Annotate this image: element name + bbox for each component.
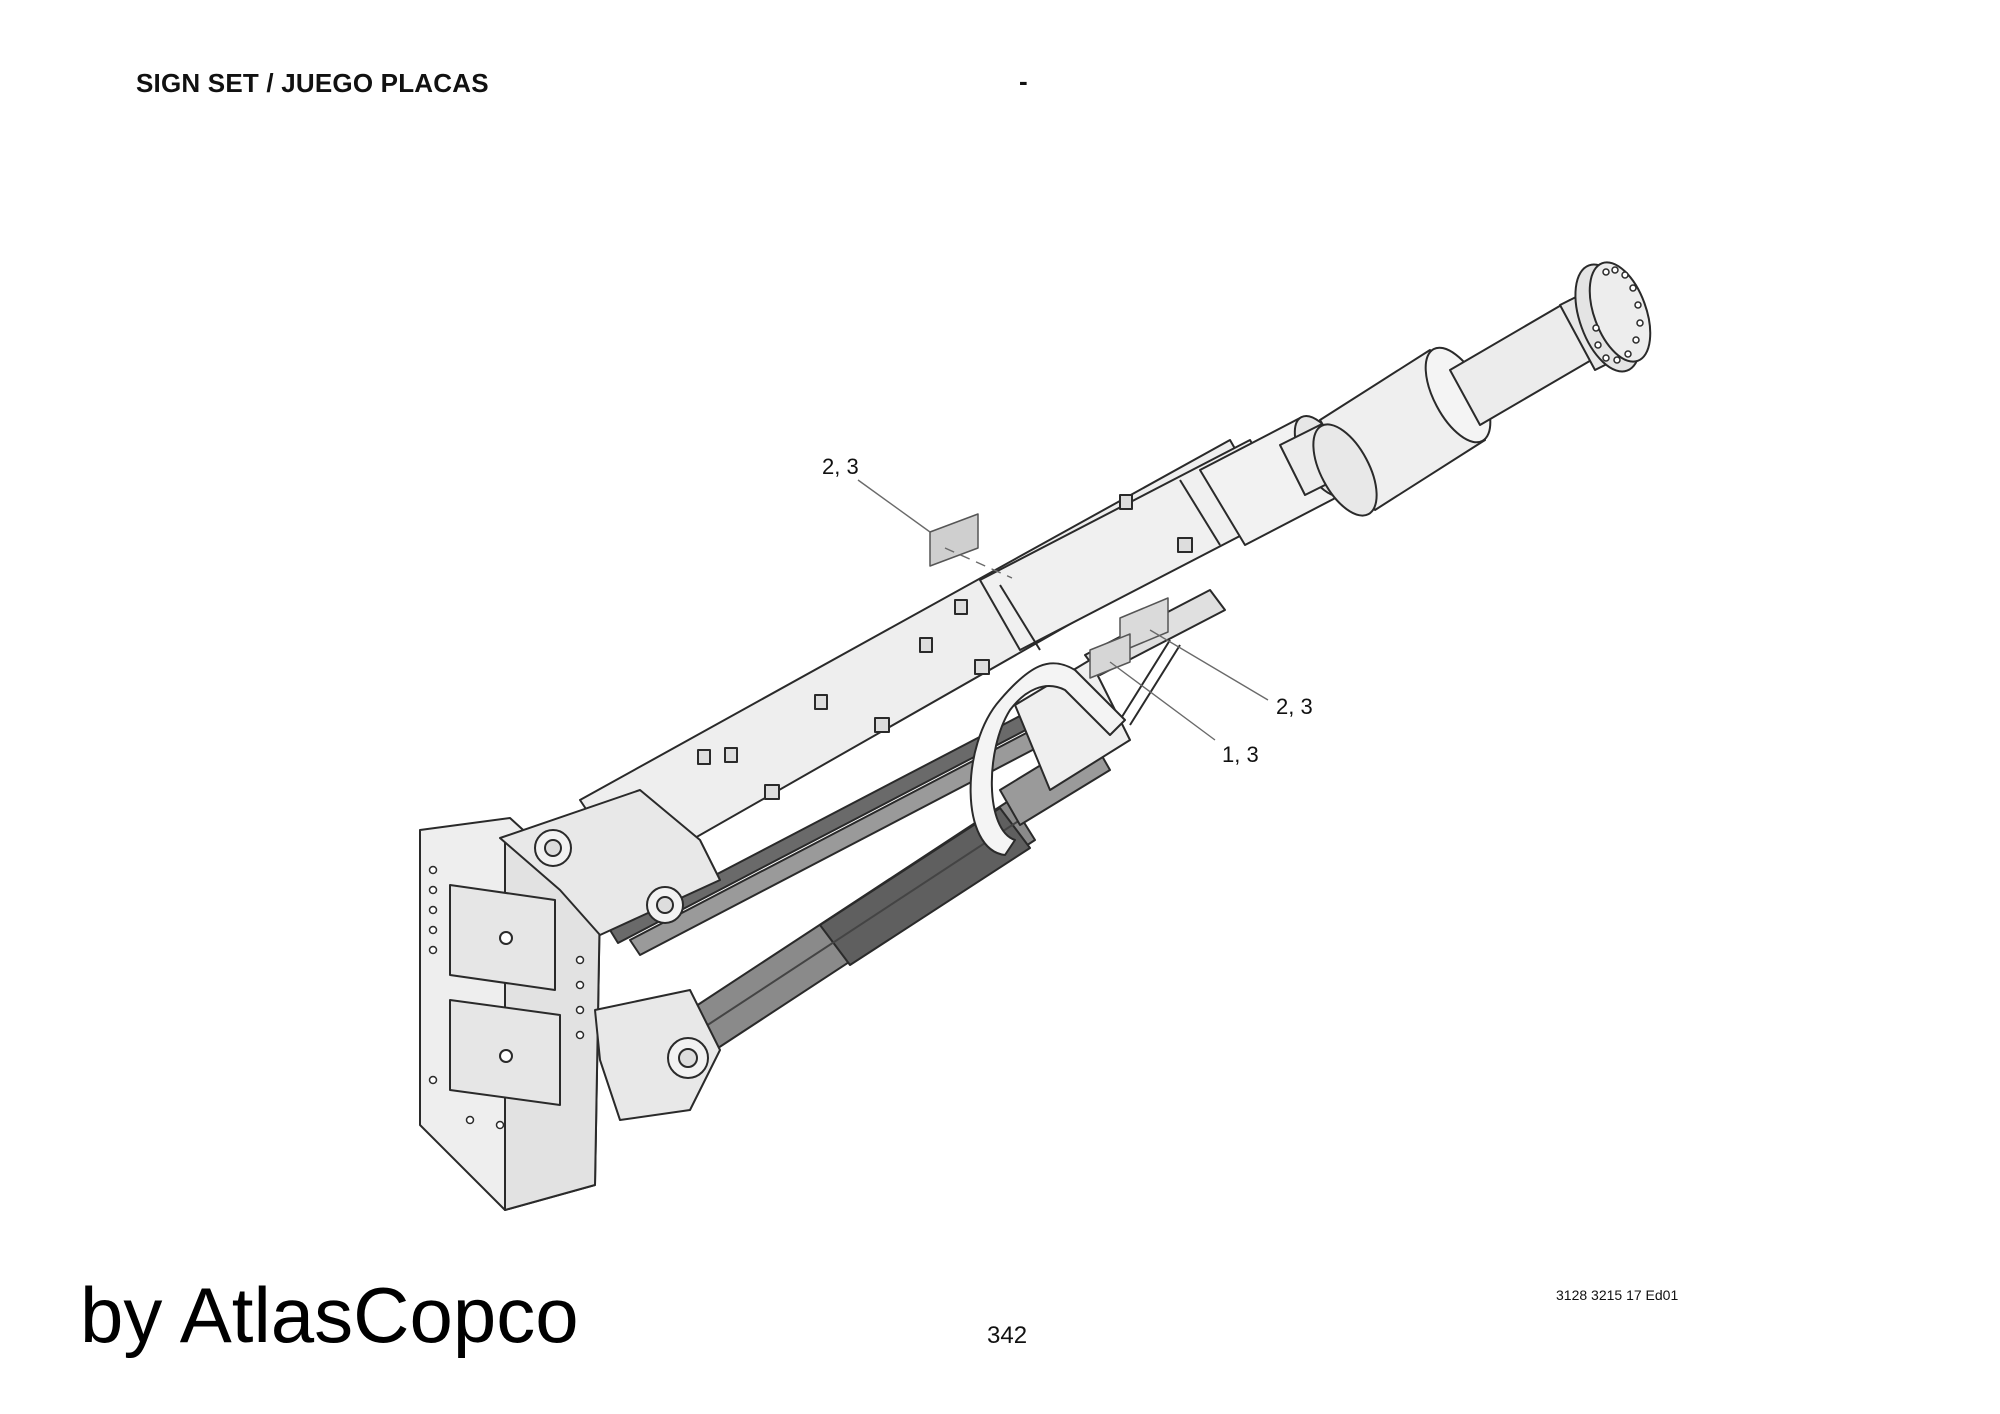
upper-joint bbox=[499, 789, 721, 936]
leader-line bbox=[944, 547, 1013, 579]
brand-watermark: by AtlasCopco bbox=[80, 1271, 579, 1359]
title-separator: - bbox=[1019, 66, 1028, 96]
leader-line bbox=[1109, 661, 1216, 741]
callout-label: 2, 3 bbox=[1276, 694, 1313, 719]
callout-label: 1, 3 bbox=[1222, 742, 1259, 767]
page-number: 342 bbox=[987, 1322, 1028, 1349]
document-code: 3128 3215 17 Ed01 bbox=[1556, 1287, 1679, 1303]
leader-line bbox=[1149, 629, 1269, 701]
cradle bbox=[969, 659, 1131, 856]
sign-plate bbox=[929, 513, 979, 567]
leader-line bbox=[857, 479, 931, 533]
lower-joint bbox=[594, 989, 721, 1121]
callout-label: 2, 3 bbox=[822, 454, 859, 479]
base-plate bbox=[419, 817, 601, 1211]
page-title: SIGN SET / JUEGO PLACAS bbox=[136, 68, 489, 98]
boom-tube bbox=[579, 261, 1652, 876]
sign-plate bbox=[1089, 633, 1131, 679]
